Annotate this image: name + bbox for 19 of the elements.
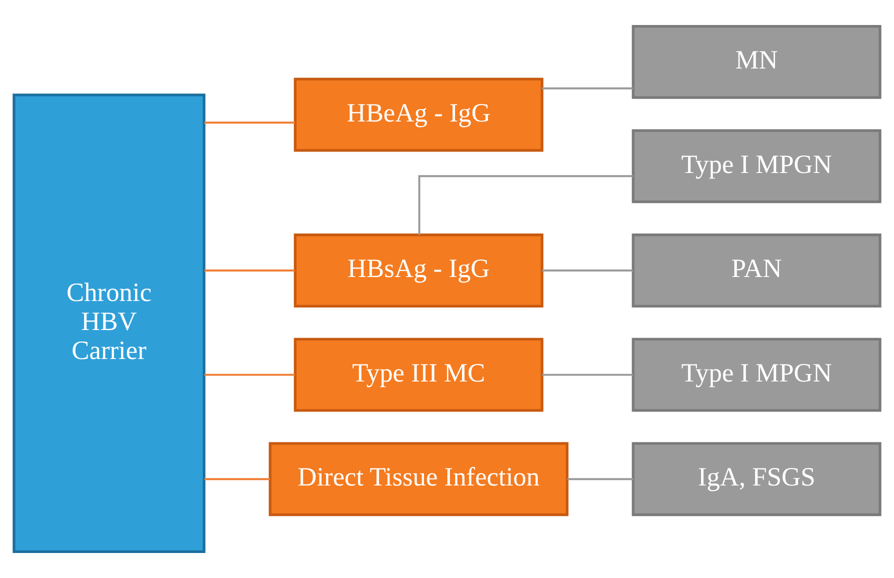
node-box: Direct Tissue Infection bbox=[268, 442, 568, 516]
node-box: IgA, FSGS bbox=[632, 442, 882, 516]
connector bbox=[567, 478, 634, 480]
node-box: Type I MPGN bbox=[632, 129, 882, 204]
node-box: Type III MC bbox=[294, 338, 544, 412]
node-box: PAN bbox=[632, 234, 882, 308]
connector bbox=[204, 122, 295, 124]
node-box: Chronic HBV Carrier bbox=[12, 94, 206, 554]
connector bbox=[204, 374, 295, 376]
node-box: MN bbox=[632, 24, 882, 99]
node-box: Type I MPGN bbox=[632, 338, 882, 412]
node-box: HBsAg - IgG bbox=[294, 234, 544, 308]
connector bbox=[542, 374, 633, 376]
node-box: HBeAg - IgG bbox=[294, 78, 544, 152]
connector bbox=[204, 270, 295, 272]
connector bbox=[542, 270, 633, 272]
connector bbox=[204, 478, 270, 480]
connector bbox=[418, 175, 633, 235]
connector bbox=[542, 87, 633, 90]
